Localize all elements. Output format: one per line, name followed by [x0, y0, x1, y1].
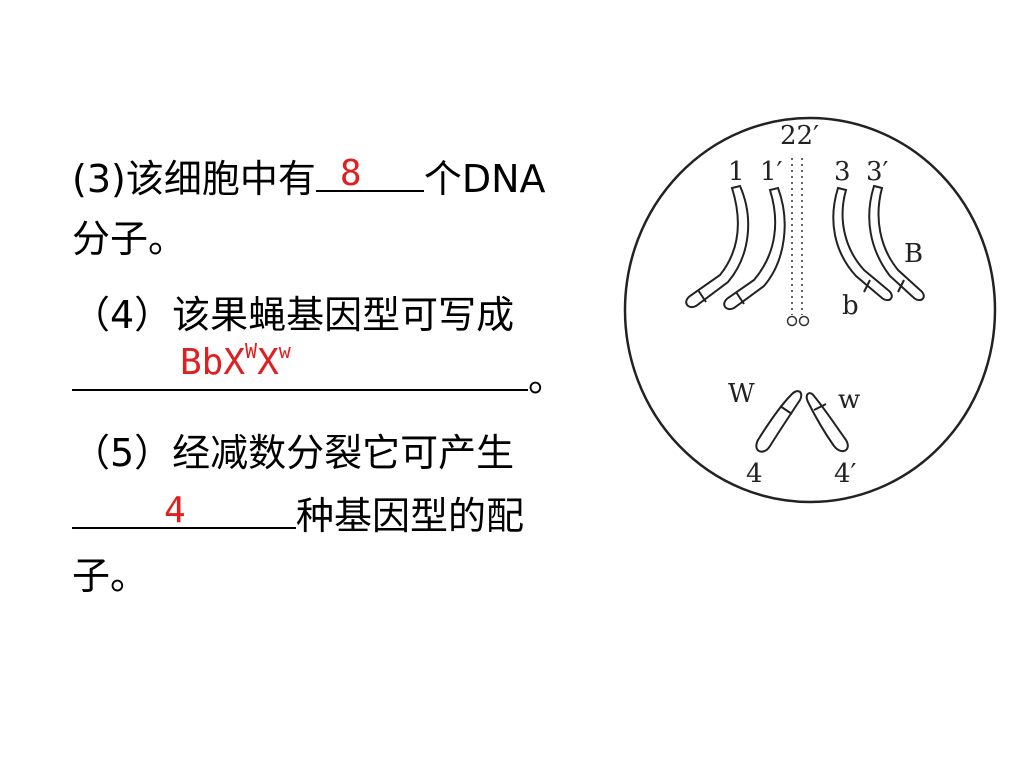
question-4-blank[interactable]: BbXWXw: [72, 341, 528, 391]
label-b: b: [842, 291, 859, 321]
label-4: 4: [746, 459, 763, 489]
question-3-suffix: 个DNA: [423, 157, 546, 201]
label-B: B: [904, 239, 923, 269]
chromosome-1: [685, 184, 750, 308]
chromosome-1-prime: [723, 186, 786, 310]
question-4-line2: BbXWXw 。: [72, 341, 612, 408]
centromere-2: [786, 315, 798, 327]
label-22: 22′: [780, 121, 819, 151]
question-3: (3)该细胞中有 8 个DNA 分子。: [72, 146, 612, 269]
centromere-3: [863, 279, 871, 293]
question-3-prefix: (3)该细胞中有: [72, 157, 316, 201]
centromere-1: [697, 289, 707, 303]
chromosome-3-prime: [868, 184, 925, 302]
label-1: 1: [728, 157, 745, 187]
question-3-line2: 分子。: [72, 217, 187, 261]
chromosome-3: [832, 186, 893, 302]
question-5-line1: （5）经减数分裂它可产生: [72, 431, 515, 475]
answer-sup2: w: [278, 339, 291, 363]
centromere-1-prime: [735, 291, 745, 305]
question-4: （4）该果蝇基因型可写成 BbXWXw 。: [72, 285, 612, 408]
label-3-prime: 3′: [866, 157, 889, 187]
chromosome-4: [755, 390, 803, 453]
question-5-suffix: 种基因型的配: [296, 494, 525, 538]
answer-main: BbX: [180, 342, 246, 383]
question-4-end: 。: [528, 356, 567, 400]
question-4-answer: BbXWXw: [180, 341, 291, 383]
centromere-4: [779, 405, 793, 415]
question-5: （5）经减数分裂它可产生 4 种基因型的配 子。: [72, 423, 612, 606]
question-5-answer: 4: [164, 490, 186, 531]
question-3-answer: 8: [339, 153, 362, 194]
question-3-blank[interactable]: 8: [315, 146, 424, 194]
centromere-2-prime: [798, 315, 810, 327]
label-4-prime: 4′: [834, 459, 857, 489]
cell-membrane: [623, 116, 997, 504]
label-W: W: [728, 379, 755, 409]
question-5-blank[interactable]: 4: [72, 483, 296, 531]
cell-diagram: 22′ 1 1′ 3 3′ B b W w 4 4′: [623, 116, 997, 504]
question-3-line1: (3)该细胞中有 8 个DNA: [72, 146, 612, 209]
answer-mid: X: [257, 342, 279, 383]
label-w: w: [838, 385, 860, 415]
centromere-4-prime: [813, 403, 827, 411]
label-1-prime: 1′: [760, 157, 783, 187]
question-5-line2: 4 种基因型的配: [72, 483, 612, 546]
answer-sup1: W: [245, 339, 258, 363]
centromere-3-prime: [897, 279, 905, 293]
label-3: 3: [834, 157, 851, 187]
question-4-line1: （4）该果蝇基因型可写成: [72, 293, 515, 337]
question-5-line3: 子。: [72, 554, 149, 598]
